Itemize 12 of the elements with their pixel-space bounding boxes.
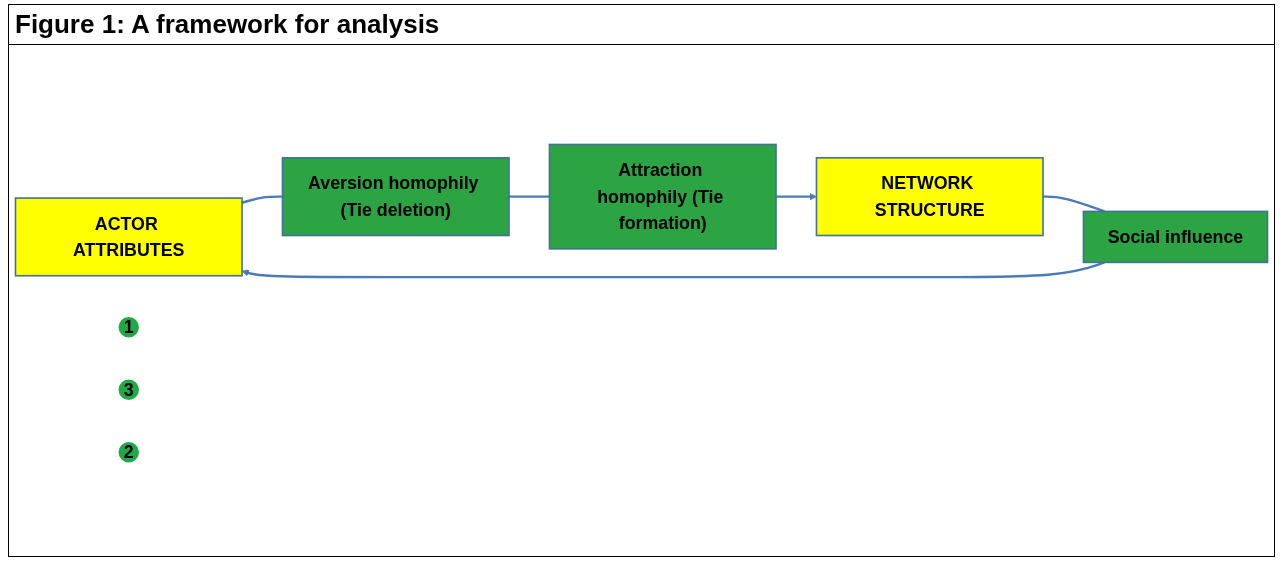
node-box: Aversion homophily (Tie deletion) [281, 157, 510, 237]
node-circle: 3 [116, 378, 141, 403]
arrow [776, 193, 817, 201]
figure-title: Figure 1: A framework for analysis [9, 5, 1274, 45]
node-box: Social influence [1082, 211, 1269, 264]
node-circle: 1 [116, 315, 141, 340]
connector [509, 195, 550, 199]
node-box: Attraction homophily (Tie formation) [548, 144, 777, 251]
node-box: NETWORK STRUCTURE [815, 157, 1044, 237]
node-box: ACTOR ATTRIBUTES [14, 197, 243, 277]
connector [241, 195, 283, 205]
node-circle: 2 [116, 440, 141, 465]
